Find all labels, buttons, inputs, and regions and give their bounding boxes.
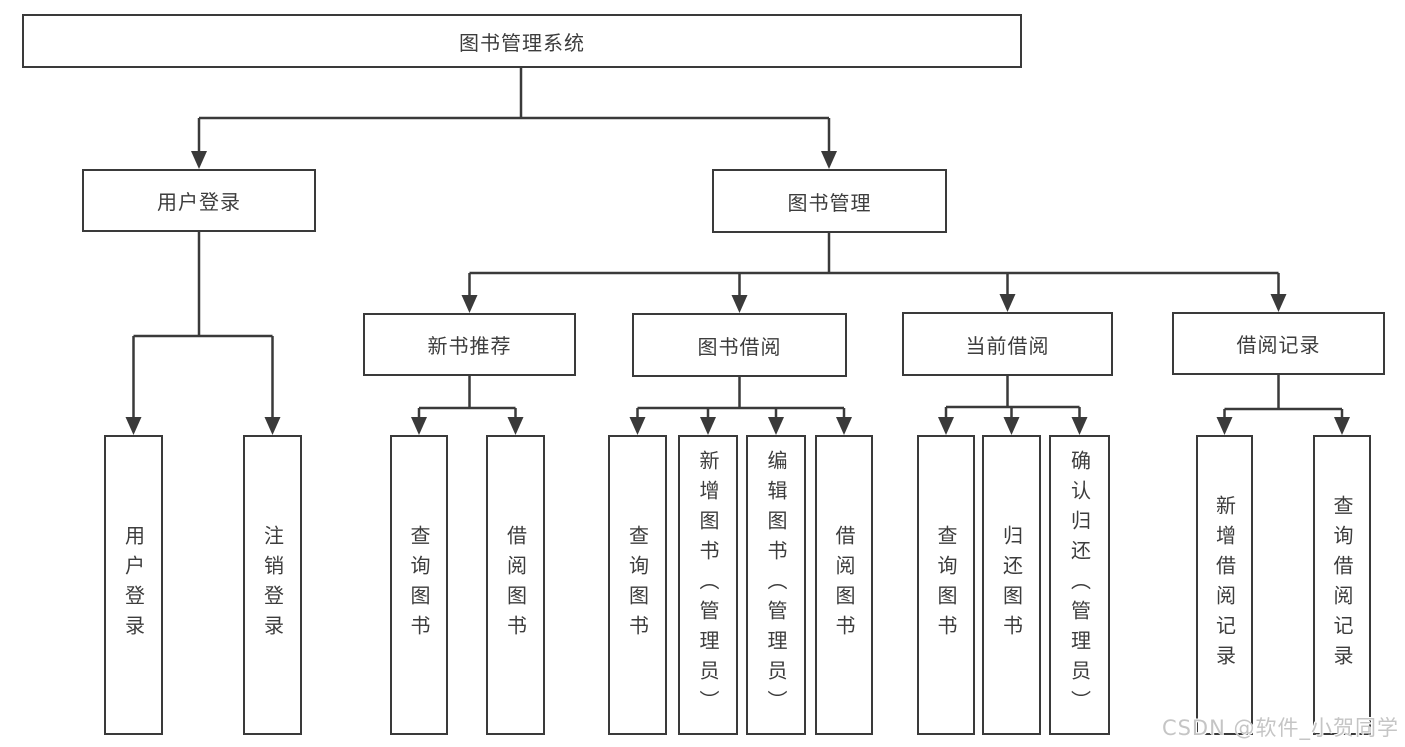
node-current-borrow: 当前借阅 [902, 312, 1113, 376]
leaf-current-query-books-label: 查询图书 [934, 525, 958, 645]
node-book-management: 图书管理 [712, 169, 947, 233]
leaf-add-borrow-record-label: 新增借阅记录 [1212, 495, 1237, 675]
node-book-management-label: 图书管理 [787, 190, 872, 215]
node-current-borrow-label: 当前借阅 [965, 333, 1050, 358]
node-book-borrow-label: 图书借阅 [697, 334, 782, 359]
node-book-borrow: 图书借阅 [632, 313, 847, 377]
leaf-query-borrow-record-label: 查询借阅记录 [1330, 495, 1354, 675]
node-borrow-records: 借阅记录 [1172, 312, 1385, 375]
leaf-recommend-borrow-books-label: 借阅图书 [503, 525, 528, 645]
leaf-return-books: 归还图书 [982, 435, 1041, 735]
node-root-label: 图书管理系统 [459, 30, 585, 55]
leaf-query-borrow-record: 查询借阅记录 [1313, 435, 1371, 735]
leaf-user-login-label: 用户登录 [121, 525, 146, 645]
leaf-edit-books-admin: 编辑图书（管理员） [746, 435, 806, 735]
node-root: 图书管理系统 [22, 14, 1022, 68]
node-user-login: 用户登录 [82, 169, 316, 232]
leaf-user-login: 用户登录 [104, 435, 163, 735]
leaf-borrow-query-books: 查询图书 [608, 435, 667, 735]
leaf-recommend-query-books: 查询图书 [390, 435, 448, 735]
leaf-logout-label: 注销登录 [260, 525, 285, 645]
leaf-edit-books-admin-label: 编辑图书（管理员） [764, 450, 788, 720]
leaf-add-books-admin: 新增图书（管理员） [678, 435, 738, 735]
node-new-book-recommend: 新书推荐 [363, 313, 576, 376]
leaf-recommend-query-books-label: 查询图书 [407, 525, 431, 645]
node-user-login-label: 用户登录 [157, 190, 241, 214]
leaf-add-books-admin-label: 新增图书（管理员） [696, 450, 720, 720]
leaf-logout: 注销登录 [243, 435, 302, 735]
leaf-borrow-books-label: 借阅图书 [832, 525, 856, 645]
node-new-book-recommend-label: 新书推荐 [427, 334, 512, 358]
node-borrow-records-label: 借阅记录 [1236, 333, 1321, 357]
leaf-borrow-books: 借阅图书 [815, 435, 873, 735]
leaf-recommend-borrow-books: 借阅图书 [486, 435, 545, 735]
leaf-confirm-return-admin-label: 确认归还（管理员） [1067, 450, 1092, 720]
leaf-confirm-return-admin: 确认归还（管理员） [1049, 435, 1110, 735]
leaf-return-books-label: 归还图书 [999, 525, 1024, 645]
leaf-borrow-query-books-label: 查询图书 [625, 525, 650, 645]
leaf-current-query-books: 查询图书 [917, 435, 975, 735]
leaf-add-borrow-record: 新增借阅记录 [1196, 435, 1253, 735]
